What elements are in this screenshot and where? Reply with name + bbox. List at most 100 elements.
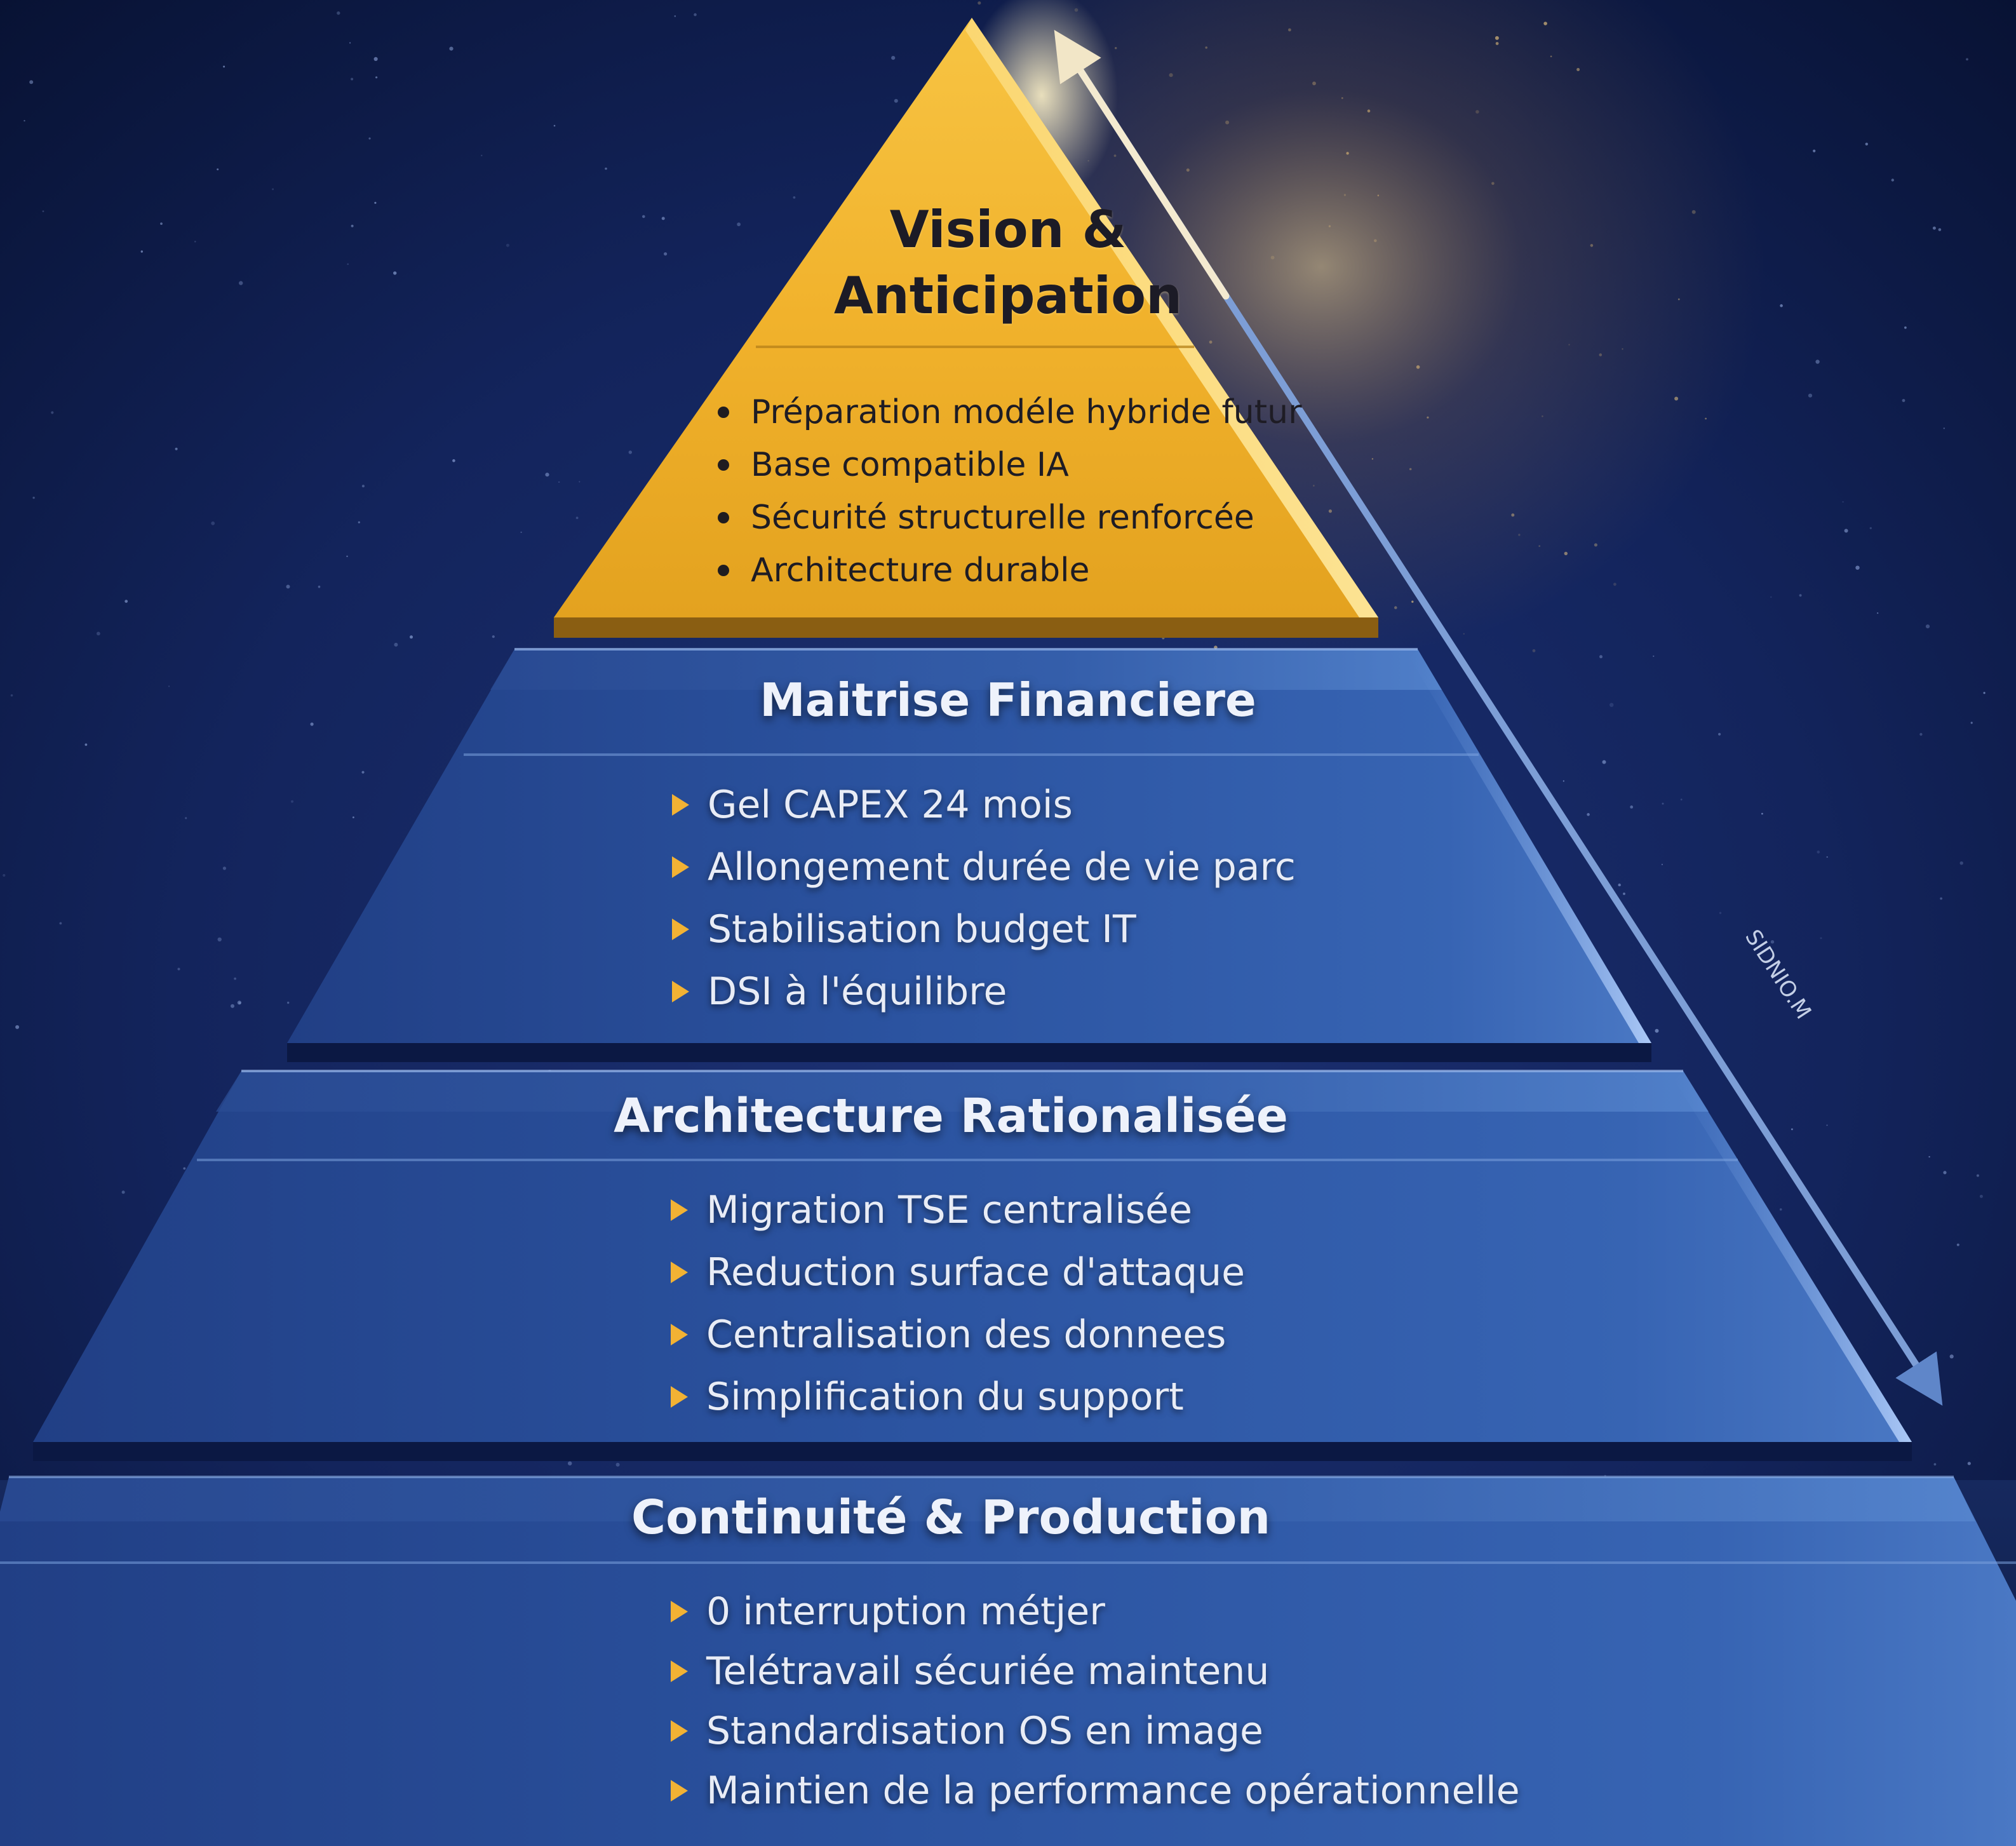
star <box>1813 149 1816 152</box>
list-item: Centralisation des donnees <box>664 1304 1245 1366</box>
star <box>553 125 556 127</box>
star <box>1865 142 1868 145</box>
star <box>374 201 377 204</box>
list-item: Gel CAPEX 24 mois <box>666 774 1296 836</box>
star <box>1770 940 1775 944</box>
star <box>211 521 215 525</box>
level-continuity-title: Continuité & Production <box>631 1490 1271 1545</box>
list-item: 0 interruption métjer <box>664 1582 1520 1641</box>
bullet-arrow-icon <box>671 1324 688 1345</box>
level-architecture: Architecture Rationalisée <box>0 1089 2016 1144</box>
star <box>237 1000 241 1005</box>
star <box>361 771 365 774</box>
star <box>1938 228 1942 231</box>
star <box>3 873 6 877</box>
bullet-arrow-icon <box>672 856 689 878</box>
star <box>978 1 981 5</box>
list-item: Reduction surface d'attaque <box>664 1241 1245 1304</box>
star <box>1891 179 1894 182</box>
list-item: Stabilisation budget IT <box>666 898 1296 960</box>
star <box>349 42 351 44</box>
star <box>231 1004 234 1008</box>
star <box>894 98 898 103</box>
star <box>194 241 196 243</box>
star <box>310 722 314 726</box>
level-finance-title: Maitrise Financiere <box>760 673 1256 727</box>
star <box>1967 1462 1971 1465</box>
star <box>1799 594 1802 597</box>
star <box>1928 1155 1930 1158</box>
star <box>1761 812 1763 815</box>
level-vision-shape <box>554 18 1378 638</box>
star <box>1779 1208 1782 1211</box>
star <box>10 694 13 697</box>
bullet-arrow-icon <box>672 919 689 940</box>
star <box>1943 428 1945 429</box>
star <box>558 481 560 483</box>
star <box>1979 1194 1983 1198</box>
bullet-arrow-icon <box>672 981 689 1002</box>
star <box>1919 732 1923 736</box>
star <box>628 450 632 454</box>
star <box>177 967 180 971</box>
star <box>124 600 128 603</box>
star <box>234 977 236 980</box>
list-item: Migration TSE centralisée <box>664 1179 1245 1241</box>
bullet-arrow-icon <box>671 1601 688 1622</box>
bullet-arrow-icon <box>672 794 689 816</box>
star <box>664 252 668 256</box>
star <box>1959 861 1963 865</box>
star <box>346 555 348 557</box>
bullet-dot-icon <box>718 459 729 471</box>
star <box>1630 805 1634 809</box>
star <box>1842 501 1844 503</box>
star <box>1661 863 1663 865</box>
star <box>368 137 371 140</box>
bullet-arrow-icon <box>671 1386 688 1408</box>
level-vision-title: Vision & Anticipation <box>0 197 2016 329</box>
level-continuity-list: 0 interruption métjer Telétravail sécuri… <box>664 1582 1520 1821</box>
star <box>121 1190 125 1194</box>
star <box>1613 583 1616 586</box>
bullet-arrow-icon <box>671 1780 688 1802</box>
star <box>1599 655 1603 659</box>
star <box>642 215 645 219</box>
bullet-arrow-icon <box>671 1720 688 1742</box>
star <box>1770 596 1772 598</box>
star <box>1623 893 1625 895</box>
star <box>605 167 607 170</box>
star <box>1855 565 1860 570</box>
star <box>337 11 340 15</box>
star <box>568 1461 572 1465</box>
star <box>15 1025 20 1029</box>
star <box>481 154 483 156</box>
list-item: Allongement durée de vie parc <box>666 836 1296 898</box>
star <box>239 281 243 285</box>
star <box>1820 937 1822 940</box>
star <box>1817 851 1820 854</box>
star <box>272 188 274 191</box>
star <box>506 243 509 247</box>
level-continuity-shape <box>0 1476 2016 1846</box>
star <box>222 866 226 870</box>
star <box>1966 58 1968 61</box>
star <box>1940 897 1943 900</box>
level-vision-title-line-2: Anticipation <box>833 266 1183 325</box>
star <box>1653 655 1655 657</box>
star <box>492 635 495 638</box>
star <box>545 473 549 477</box>
bullet-arrow-icon <box>671 1199 688 1221</box>
star <box>520 531 522 534</box>
star <box>351 224 354 227</box>
star <box>318 585 321 588</box>
star <box>575 516 579 520</box>
star <box>286 584 290 589</box>
star <box>373 57 378 61</box>
list-item: Simplification du support <box>664 1366 1245 1428</box>
star <box>1970 722 1973 724</box>
star <box>351 77 354 81</box>
star <box>449 46 454 51</box>
list-item: Base compatible IA <box>713 439 1301 492</box>
